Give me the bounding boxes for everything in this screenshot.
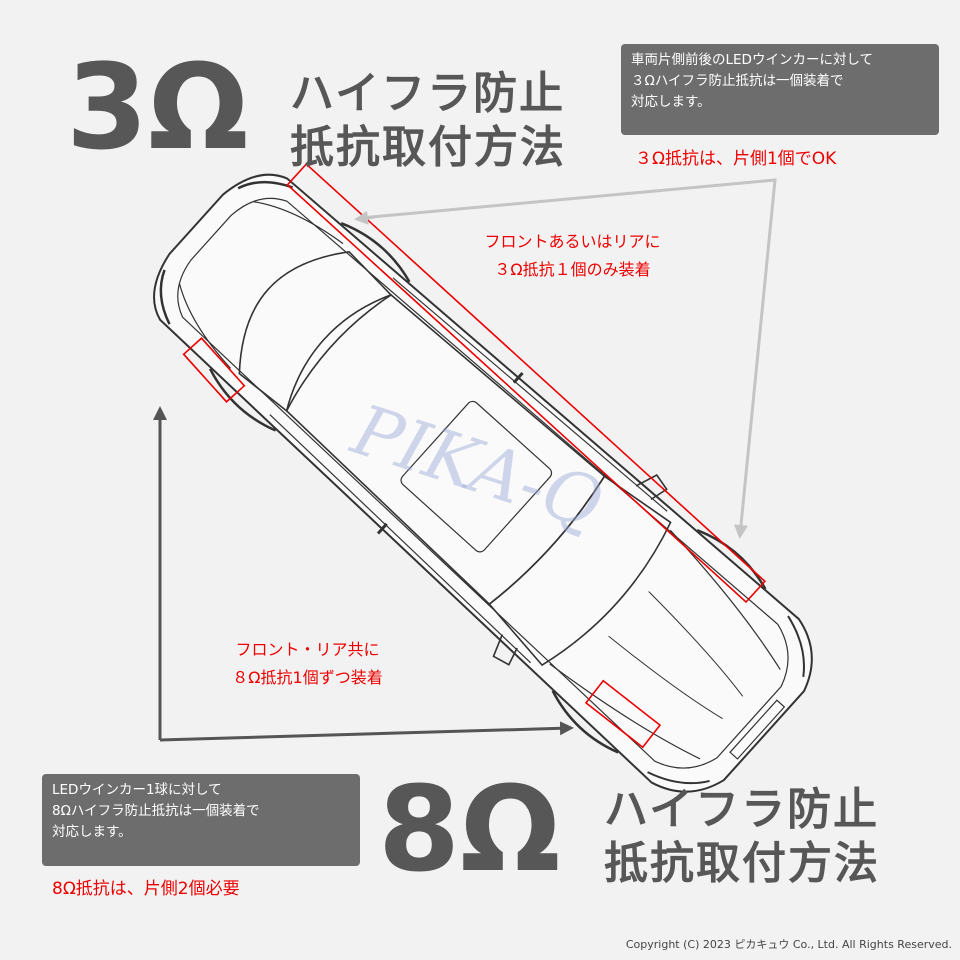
- bottom-note-line: LEDウインカー1球に対して: [52, 782, 222, 798]
- bottom-title-line2: 抵抗取付方法: [604, 838, 880, 889]
- top-title-line1: ハイフラ防止: [290, 68, 566, 119]
- car-outline: [153, 173, 813, 793]
- top-note-line: ３Ωハイフラ防止抵抗は一個装着で: [631, 73, 844, 89]
- ohm-3-symbol: 3Ω: [66, 38, 249, 176]
- bottom-note-box: LEDウインカー1球に対して 8Ωハイフラ防止抵抗は一個装着で 対応します。: [42, 774, 360, 866]
- ohm-8-symbol: 8Ω: [378, 760, 561, 898]
- callout-bottom-line2: ８Ω抵抗1個ずつ装着: [232, 668, 383, 687]
- callout-top-line1: フロントあるいはリアに: [484, 232, 661, 251]
- bottom-title-line1: ハイフラ防止: [604, 784, 880, 835]
- callout-top-line2: ３Ω抵抗１個のみ装着: [494, 260, 651, 279]
- front-lamp-highlight: [584, 679, 662, 749]
- copyright-text: Copyright (C) 2023 ピカキュウ Co., Ltd. All R…: [625, 938, 952, 951]
- callout-top: フロントあるいはリアに ３Ω抵抗１個のみ装着: [430, 228, 715, 284]
- top-note-line: 対応します。: [631, 94, 711, 110]
- bottom-note-line: 対応します。: [52, 824, 132, 840]
- rear-lamp-highlight: [182, 337, 246, 403]
- bottom-red-note: 8Ω抵抗は、片側2個必要: [52, 879, 240, 899]
- side-highlight-rect: [286, 162, 767, 604]
- callout-bottom: フロント・リア共に ８Ω抵抗1個ずつ装着: [185, 636, 430, 692]
- top-title-line2: 抵抗取付方法: [290, 122, 566, 173]
- bottom-note-line: 8Ωハイフラ防止抵抗は一個装着で: [52, 803, 260, 819]
- top-red-note: ３Ω抵抗は、片側1個でOK: [635, 149, 837, 169]
- callout-bottom-line1: フロント・リア共に: [235, 640, 380, 659]
- arrow-top-to-car: [359, 178, 777, 539]
- top-note-line: 車両片側前後のLEDウインカーに対して: [631, 52, 874, 68]
- top-note-box: 車両片側前後のLEDウインカーに対して ３Ωハイフラ防止抵抗は一個装着で 対応し…: [621, 44, 939, 135]
